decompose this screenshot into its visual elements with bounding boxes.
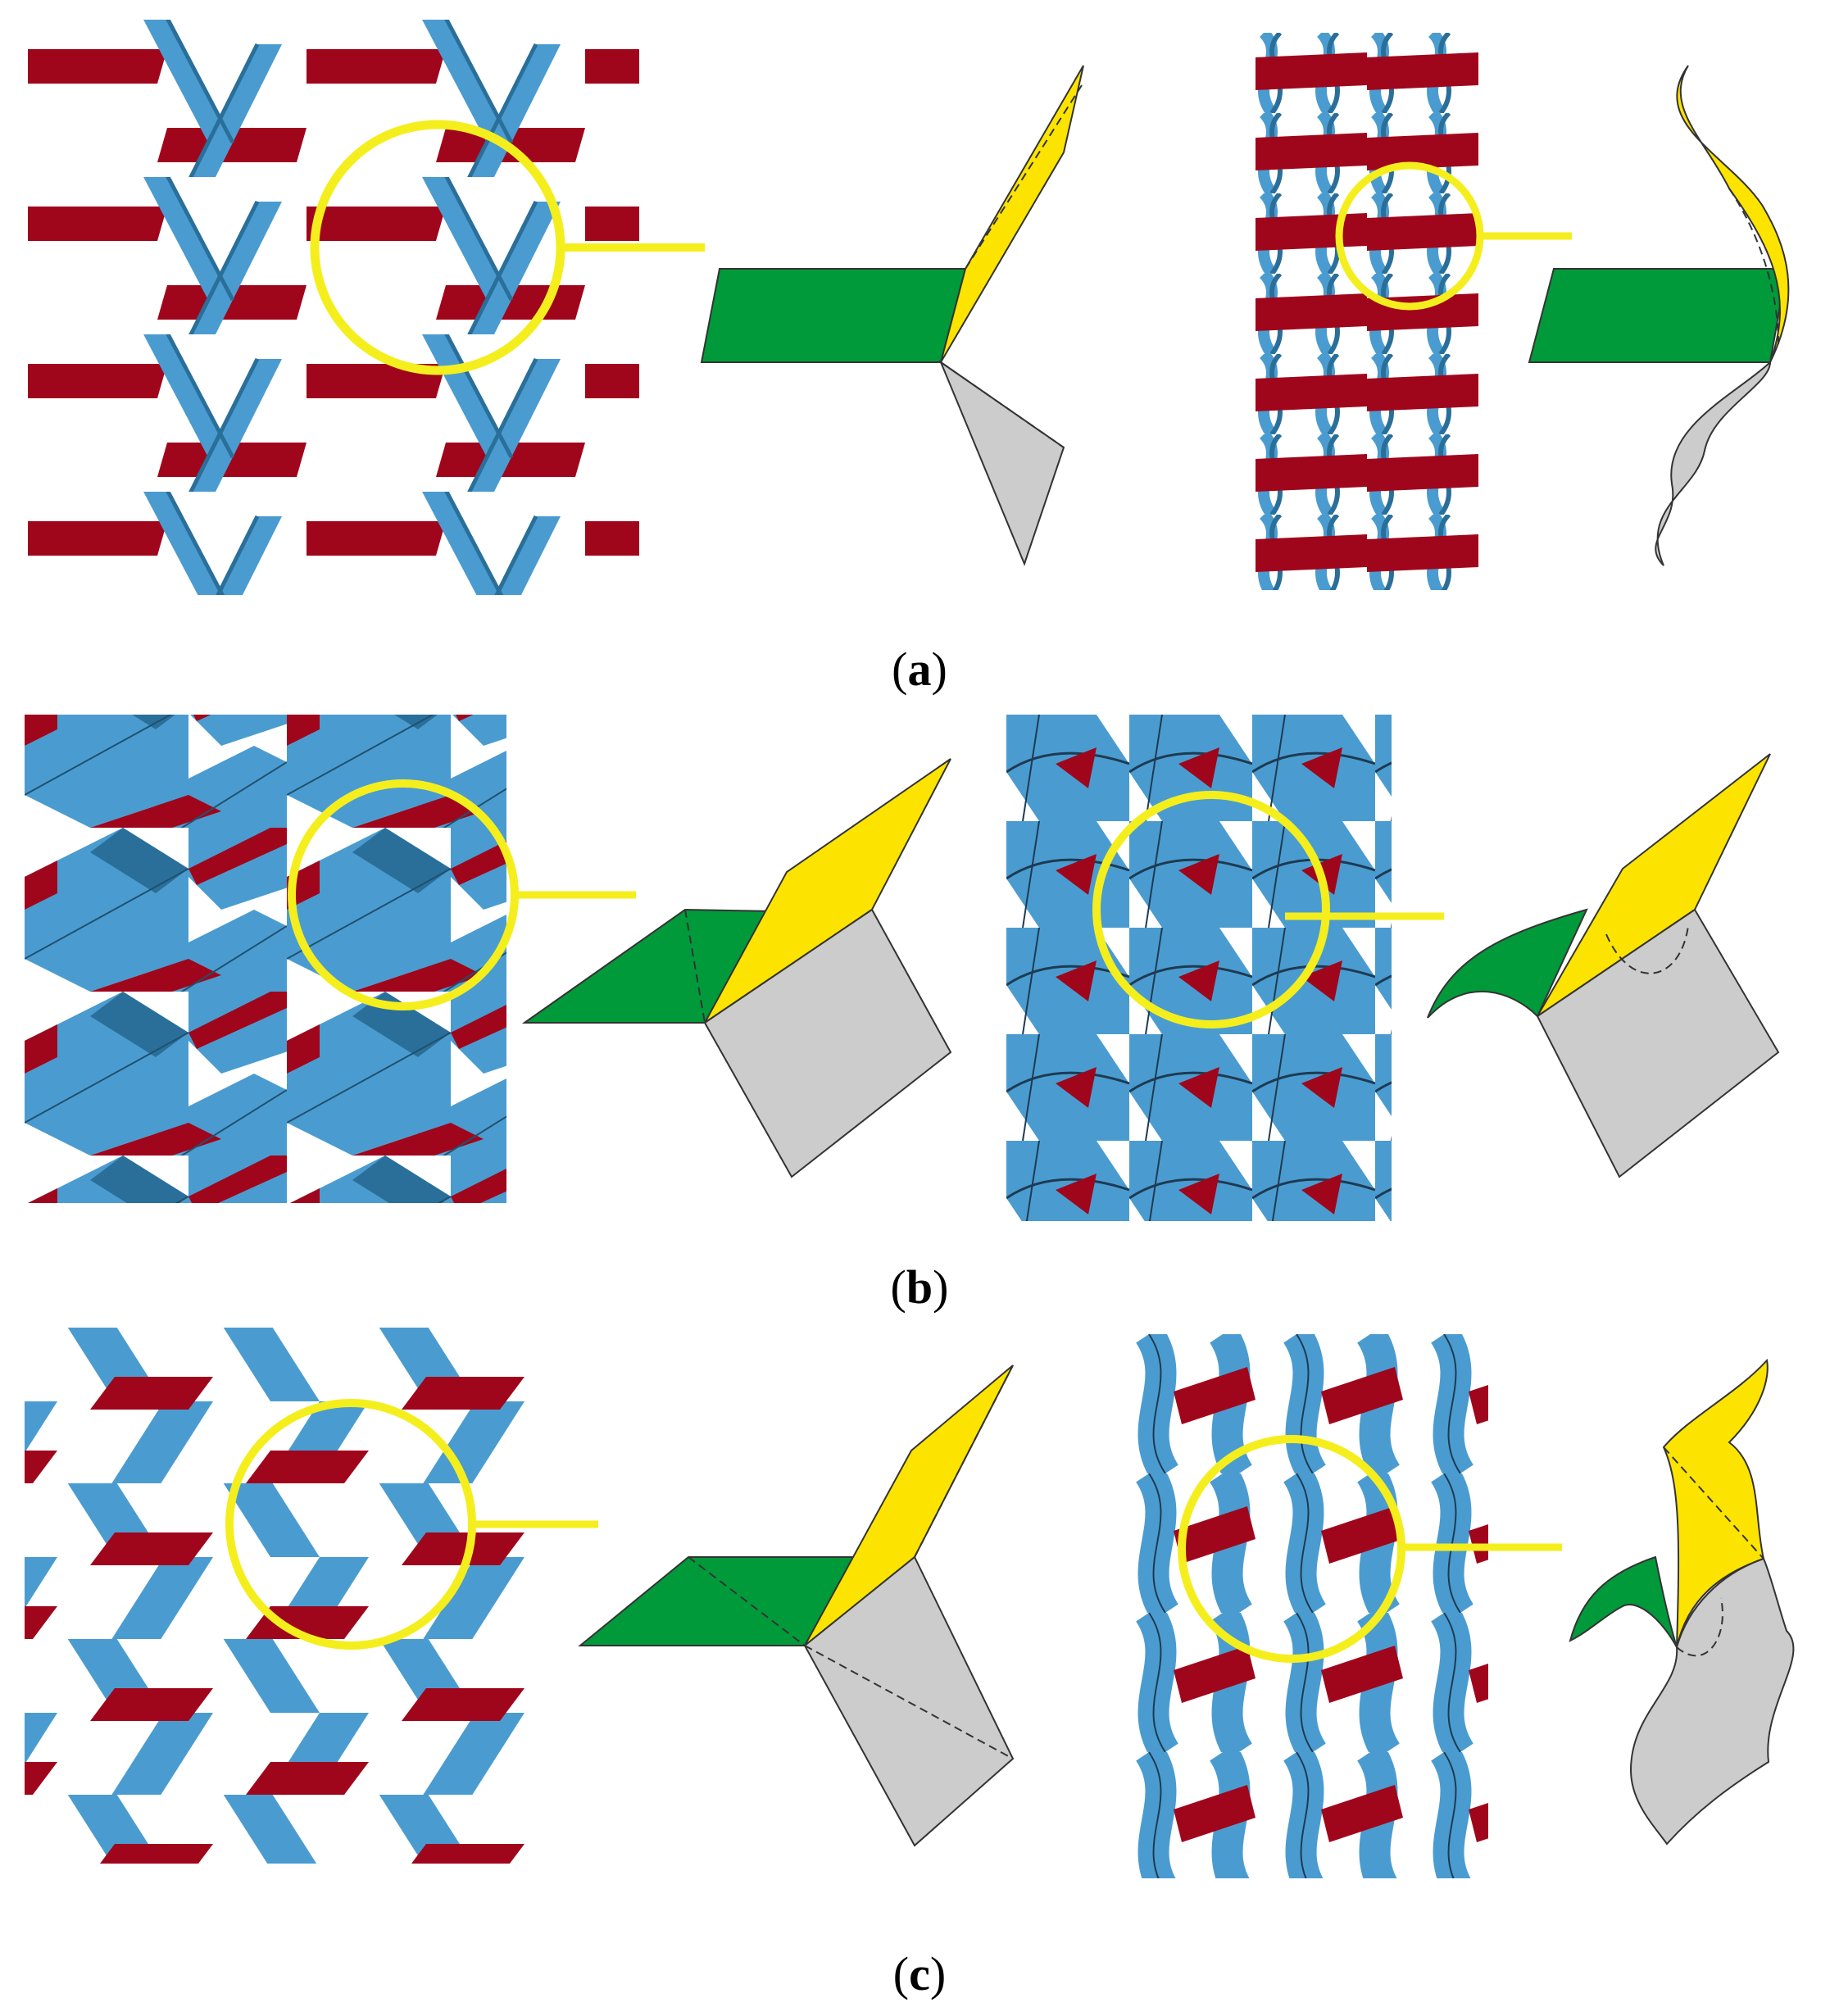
- unit-cell-c-undeformed: [578, 1364, 1015, 1847]
- lattice-b-deformed: [1006, 715, 1392, 1221]
- caption-a: (a): [892, 642, 947, 696]
- caption-c: (c): [893, 1947, 946, 2000]
- unit-cell-c-deformed: [1569, 1358, 1795, 1846]
- panel-c: (c): [25, 1328, 1795, 2000]
- caption-b: (b): [891, 1260, 949, 1314]
- unit-cell-b-deformed: [1427, 753, 1780, 1178]
- lattice-c-undeformed: [25, 1328, 531, 1864]
- lattice-a-deformed: [1256, 33, 1478, 590]
- panel-b: (b): [25, 715, 1780, 1314]
- lattice-c-deformed: [1133, 1334, 1488, 1878]
- unit-cell-a-undeformed: [700, 65, 1084, 566]
- unit-cell-a-deformed: [1528, 65, 1790, 566]
- lattice-b-undeformed: [25, 715, 506, 1203]
- highlight-circle-b2: [1092, 791, 1330, 1028]
- unit-cell-b-undeformed: [521, 758, 952, 1178]
- panel-a: (a): [28, 20, 1790, 696]
